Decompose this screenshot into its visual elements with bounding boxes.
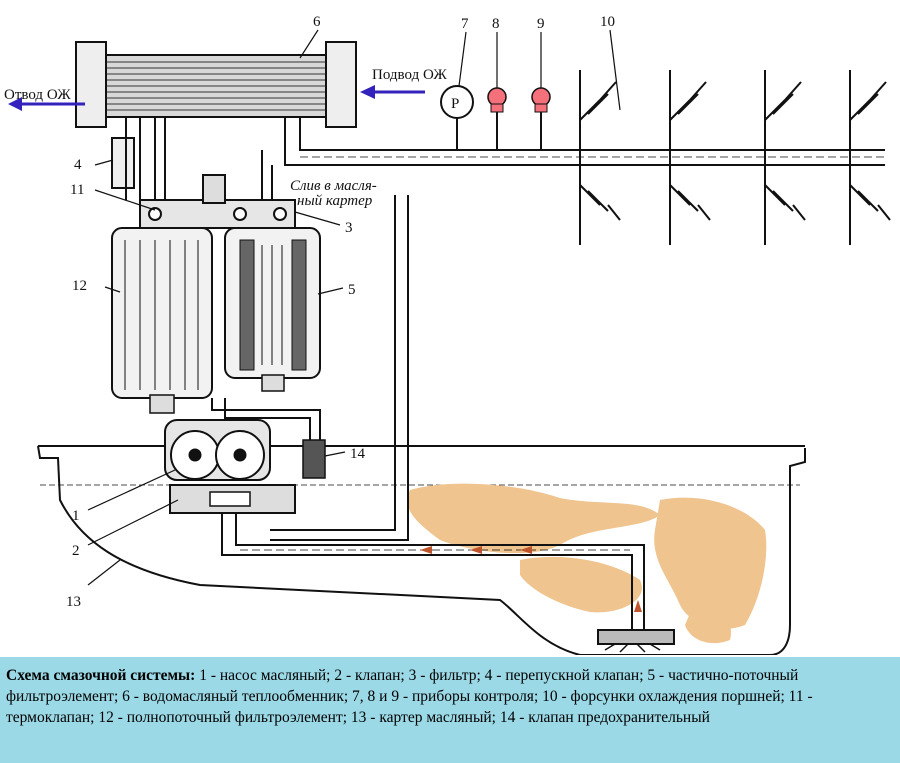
callout-13: 13 bbox=[66, 594, 81, 610]
callout-10: 10 bbox=[600, 14, 615, 30]
oil-strainer bbox=[597, 629, 675, 653]
callout-8: 8 bbox=[492, 16, 500, 32]
warning-lamp-2 bbox=[531, 87, 551, 150]
callout-11: 11 bbox=[70, 182, 84, 198]
drain-pipe bbox=[211, 195, 409, 541]
pressure-valve bbox=[169, 484, 296, 514]
callout-14: 14 bbox=[350, 446, 366, 462]
callout-12: 12 bbox=[72, 278, 87, 294]
figure-caption: Схема смазочной системы: 1 - насос масля… bbox=[0, 657, 900, 763]
oil-gallery bbox=[261, 117, 885, 215]
oil-pool bbox=[407, 483, 767, 644]
bypass-valve bbox=[111, 117, 166, 200]
warning-lamp-1 bbox=[487, 87, 507, 150]
coolant-out-label: Отвод ОЖ bbox=[4, 87, 71, 103]
partial-flow-filter bbox=[224, 227, 321, 392]
callout-7: 7 bbox=[461, 16, 469, 32]
nozzle-1 bbox=[579, 70, 621, 245]
filter-head bbox=[139, 174, 296, 229]
nozzle-2 bbox=[669, 70, 711, 245]
caption-title: Схема смазочной системы: bbox=[6, 667, 196, 684]
callout-4: 4 bbox=[74, 157, 82, 173]
full-flow-filter bbox=[111, 227, 213, 414]
safety-valve bbox=[302, 439, 326, 479]
callout-2: 2 bbox=[72, 543, 80, 559]
heat-exchanger bbox=[75, 41, 357, 128]
callout-9: 9 bbox=[537, 16, 545, 32]
flow-arrows bbox=[420, 546, 642, 612]
nozzle-4 bbox=[849, 70, 891, 245]
callout-6: 6 bbox=[313, 14, 321, 30]
caption-text: 1 - насос масляный; 2 - клапан; 3 - филь… bbox=[6, 667, 813, 726]
callout-1: 1 bbox=[72, 508, 80, 524]
nozzle-3 bbox=[764, 70, 806, 245]
callout-3: 3 bbox=[345, 220, 353, 236]
coolant-out-arrow bbox=[8, 97, 85, 111]
drain-label-line1: Слив в масля- bbox=[290, 178, 377, 194]
oil-pickup bbox=[221, 513, 645, 630]
leader-lines bbox=[87, 29, 621, 586]
coolant-in-label: Подвод ОЖ bbox=[372, 67, 447, 83]
lubrication-system-diagram: P bbox=[4, 14, 891, 655]
pressure-gauge: P bbox=[440, 85, 474, 150]
piston-cooling-nozzles bbox=[579, 70, 891, 245]
gauge-symbol: P bbox=[451, 96, 459, 112]
callout-5: 5 bbox=[348, 282, 356, 298]
drain-label-line2: ный картер bbox=[297, 193, 373, 209]
coolant-in-arrow bbox=[360, 85, 425, 99]
oil-pump bbox=[164, 419, 271, 481]
